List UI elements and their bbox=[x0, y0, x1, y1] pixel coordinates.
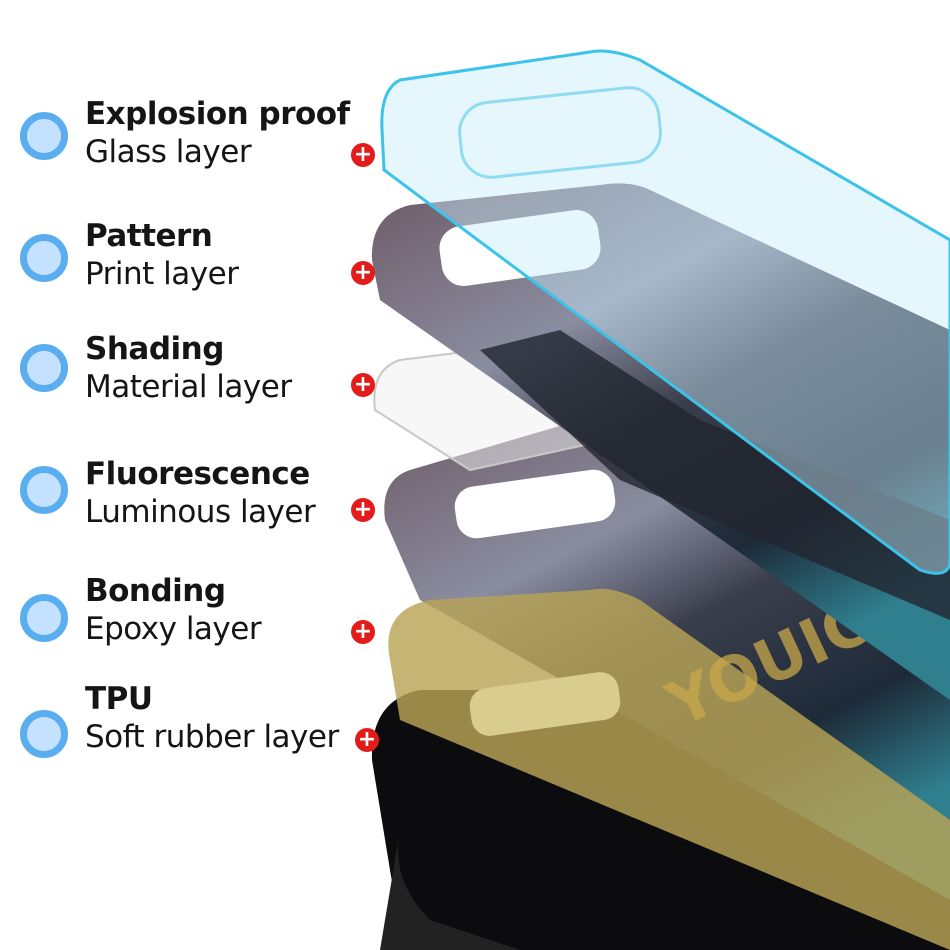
layer-subtitle: Soft rubber layer bbox=[85, 719, 339, 755]
bullet-icon bbox=[20, 344, 68, 392]
layer-subtitle: Material layer bbox=[85, 369, 292, 405]
layer-subtitle: Print layer bbox=[85, 256, 239, 292]
layer-title: Pattern bbox=[85, 218, 213, 254]
plus-icon: + bbox=[351, 498, 375, 522]
bullet-icon bbox=[20, 594, 68, 642]
layer-title: Shading bbox=[85, 331, 224, 367]
layer-subtitle: Luminous layer bbox=[85, 494, 316, 530]
glass-layer bbox=[380, 49, 950, 575]
layer-title: Fluorescence bbox=[85, 456, 310, 492]
bullet-icon bbox=[20, 112, 68, 160]
bullet-icon bbox=[20, 466, 68, 514]
plus-icon: + bbox=[351, 261, 375, 285]
epoxy-layer bbox=[388, 588, 950, 950]
plus-icon: + bbox=[351, 373, 375, 397]
layer-subtitle: Epoxy layer bbox=[85, 611, 262, 647]
bullet-icon bbox=[20, 710, 68, 758]
layer-title: Bonding bbox=[85, 573, 226, 609]
bullet-icon bbox=[20, 234, 68, 282]
plus-icon: + bbox=[351, 143, 375, 167]
layer-title: Explosion proof bbox=[85, 96, 350, 132]
plus-icon: + bbox=[355, 728, 379, 752]
print-layer bbox=[371, 183, 950, 701]
plus-icon: + bbox=[351, 620, 375, 644]
layer-title: TPU bbox=[85, 681, 153, 717]
layer-subtitle: Glass layer bbox=[85, 134, 252, 170]
